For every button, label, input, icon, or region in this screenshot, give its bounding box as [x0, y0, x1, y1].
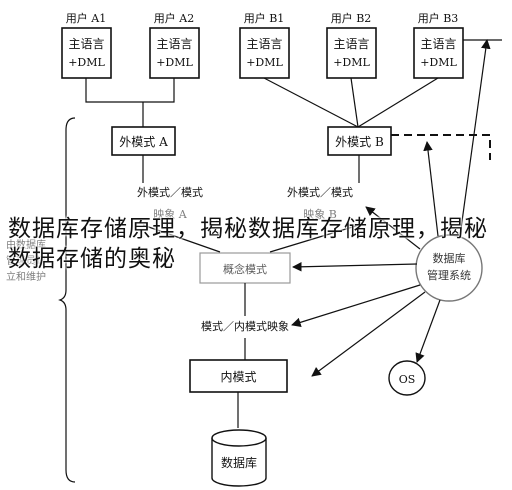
external-to-conceptual-lines — [142, 155, 360, 253]
database-cylinder: 数据库 — [211, 429, 267, 487]
svg-text:OS: OS — [399, 373, 416, 386]
svg-text:数据库: 数据库 — [221, 455, 257, 470]
svg-text:+DML: +DML — [246, 56, 283, 69]
external-schema-b-box: 外模式 B — [327, 126, 392, 156]
svg-text:概念模式: 概念模式 — [223, 262, 267, 276]
dbms-circle: 数据库 管理系统 — [415, 234, 483, 302]
svg-text:+DML: +DML — [68, 56, 105, 69]
svg-text:内模式: 内模式 — [220, 370, 256, 384]
svg-text:+DML: +DML — [333, 56, 370, 69]
svg-text:由数据库: 由数据库 — [6, 238, 46, 251]
user-a2-box: 主语言 +DML — [149, 27, 200, 79]
internal-mapping-label: 模式／内模式映象 — [201, 319, 289, 333]
user-a1-box: 主语言 +DML — [61, 27, 112, 79]
internal-schema-box: 内模式 — [189, 359, 288, 393]
svg-text:+DML: +DML — [156, 56, 193, 69]
dashed-link — [391, 134, 491, 160]
user-b1-box: 主语言 +DML — [239, 27, 290, 79]
user-b2-box: 主语言 +DML — [326, 27, 377, 79]
svg-text:管理系统: 管理系统 — [427, 268, 471, 282]
mapping-b-line2: 映象 B — [303, 208, 337, 221]
svg-text:+DML: +DML — [420, 56, 457, 69]
mapping-b-line1: 外模式／模式 — [287, 186, 353, 199]
svg-text:主语言: 主语言 — [68, 37, 104, 51]
mapping-a-line2: 映象 A — [153, 208, 187, 221]
user-a2-label: 用户 A2 — [154, 11, 194, 25]
external-schema-a-box: 外模式 A — [111, 126, 176, 156]
svg-text:管理员建: 管理员建 — [6, 254, 46, 267]
svg-text:数据库: 数据库 — [433, 251, 466, 265]
svg-text:主语言: 主语言 — [420, 37, 456, 51]
admin-note: 由数据库 管理员建 立和维护 — [6, 238, 46, 283]
os-circle: OS — [388, 360, 426, 396]
user-connectors — [85, 77, 439, 128]
user-b3-box: 主语言 +DML — [413, 27, 464, 79]
svg-text:外模式 A: 外模式 A — [119, 135, 168, 149]
user-b3-label: 用户 B3 — [418, 11, 459, 25]
user-a1-label: 用户 A1 — [66, 11, 106, 25]
svg-text:主语言: 主语言 — [156, 37, 192, 51]
mapping-a-line1: 外模式／模式 — [137, 186, 203, 199]
svg-text:立和维护: 立和维护 — [6, 270, 46, 283]
admin-brace — [58, 117, 76, 483]
svg-text:主语言: 主语言 — [246, 37, 282, 51]
dbms-arrows — [291, 39, 491, 377]
svg-text:主语言: 主语言 — [333, 37, 369, 51]
watermark-overlay-text: 数据库存储原理，揭秘数据库存储原理，揭秘数据存储的奥秘 — [8, 216, 488, 272]
user-b1-label: 用户 B1 — [244, 11, 285, 25]
svg-text:外模式 B: 外模式 B — [335, 135, 384, 149]
conceptual-schema-box: 概念模式 — [199, 252, 291, 284]
user-b2-label: 用户 B2 — [331, 11, 372, 25]
